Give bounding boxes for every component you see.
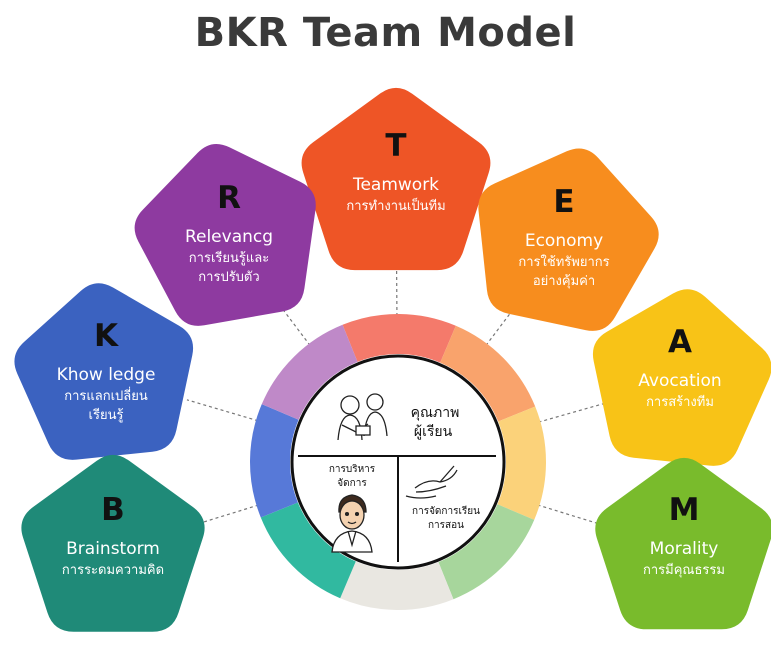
- center-circle: คุณภาพ ผู้เรียน การบริหาร จัดการ: [290, 354, 506, 570]
- petal-b-letter: B: [101, 492, 125, 528]
- petal-r-thai-label-1: การเรียนรู้และ: [189, 250, 269, 266]
- ring-segment-2: [440, 325, 536, 422]
- petal-e-thai-label-1: การใช้ทรัพยากร: [518, 254, 609, 270]
- petal-t-english-label: Teamwork: [352, 175, 439, 195]
- connector-line-k: [186, 399, 264, 424]
- center-right-label-line-1: การจัดการเรียน: [412, 505, 480, 517]
- petal-m-letter: M: [669, 492, 700, 528]
- writing-hand-illustration: [405, 465, 458, 499]
- ring-segment-8: [261, 324, 358, 420]
- petal-b-thai-label-1: การระดมความคิด: [62, 563, 164, 578]
- petal-m: M Morality การมีคุณธรรม: [595, 457, 771, 630]
- petal-m-english-label: Morality: [650, 539, 719, 559]
- ring-segment-4: [438, 504, 535, 600]
- petal-a-shape: [592, 289, 771, 466]
- petal-k-letter: K: [94, 318, 119, 354]
- ring-segment-7: [250, 404, 299, 518]
- center-right-label-line-2: การสอน: [428, 520, 464, 531]
- administrator-illustration: [331, 494, 373, 553]
- ring-segment-1: [342, 314, 456, 363]
- petal-b-shape: [21, 454, 205, 632]
- petal-r-shape: [134, 143, 316, 326]
- ring-segment-5: [340, 561, 454, 610]
- students-illustration: [337, 393, 388, 441]
- petal-k-thai-label-2: เรียนรู้: [89, 407, 124, 423]
- petal-r-english-label: Relevancg: [185, 227, 273, 247]
- petal-m-shape: [595, 457, 771, 630]
- connector-line-m: [531, 502, 609, 528]
- petal-e-letter: E: [553, 184, 574, 220]
- center-top-label-line-2: ผู้เรียน: [414, 424, 453, 440]
- petal-a-english-label: Avocation: [638, 371, 721, 391]
- petal-a-letter: A: [668, 324, 692, 360]
- petal-b-english-label: Brainstorm: [66, 539, 160, 559]
- petal-e-shape: [478, 148, 659, 331]
- petal-e-english-label: Economy: [525, 231, 603, 251]
- ring-segment-6: [260, 502, 356, 599]
- petal-e-thai-label-2: อย่างคุ้มค่า: [533, 274, 595, 289]
- petal-r-thai-label-2: การปรับตัว: [198, 270, 259, 285]
- center-left-label-line-1: การบริหาร: [329, 464, 376, 475]
- center-ring: [250, 314, 546, 610]
- connector-line-a: [532, 401, 610, 425]
- petal-b: B Brainstorm การระดมความคิด: [21, 454, 205, 632]
- petal-r-letter: R: [217, 180, 241, 216]
- petal-t-letter: T: [385, 128, 406, 164]
- page-title: BKR Team Model: [194, 10, 577, 56]
- petal-t-shape: [301, 87, 491, 271]
- petal-k-english-label: Khow ledge: [57, 365, 156, 385]
- petal-m-thai-label-1: การมีคุณธรรม: [643, 562, 725, 578]
- petal-a-thai-label-1: การสร้างทีม: [646, 394, 714, 410]
- petal-a: A Avocation การสร้างทีม: [592, 289, 771, 466]
- center-left-label-line-2: จัดการ: [337, 478, 367, 489]
- petal-k-shape: [14, 283, 194, 460]
- center-top-label-line-1: คุณภาพ: [411, 405, 460, 421]
- ring-segment-3: [497, 406, 546, 520]
- petal-k-thai-label-1: การแลกเปลี่ยน: [64, 387, 148, 404]
- petal-t-thai-label-1: การทำงานเป็นทีม: [346, 196, 445, 214]
